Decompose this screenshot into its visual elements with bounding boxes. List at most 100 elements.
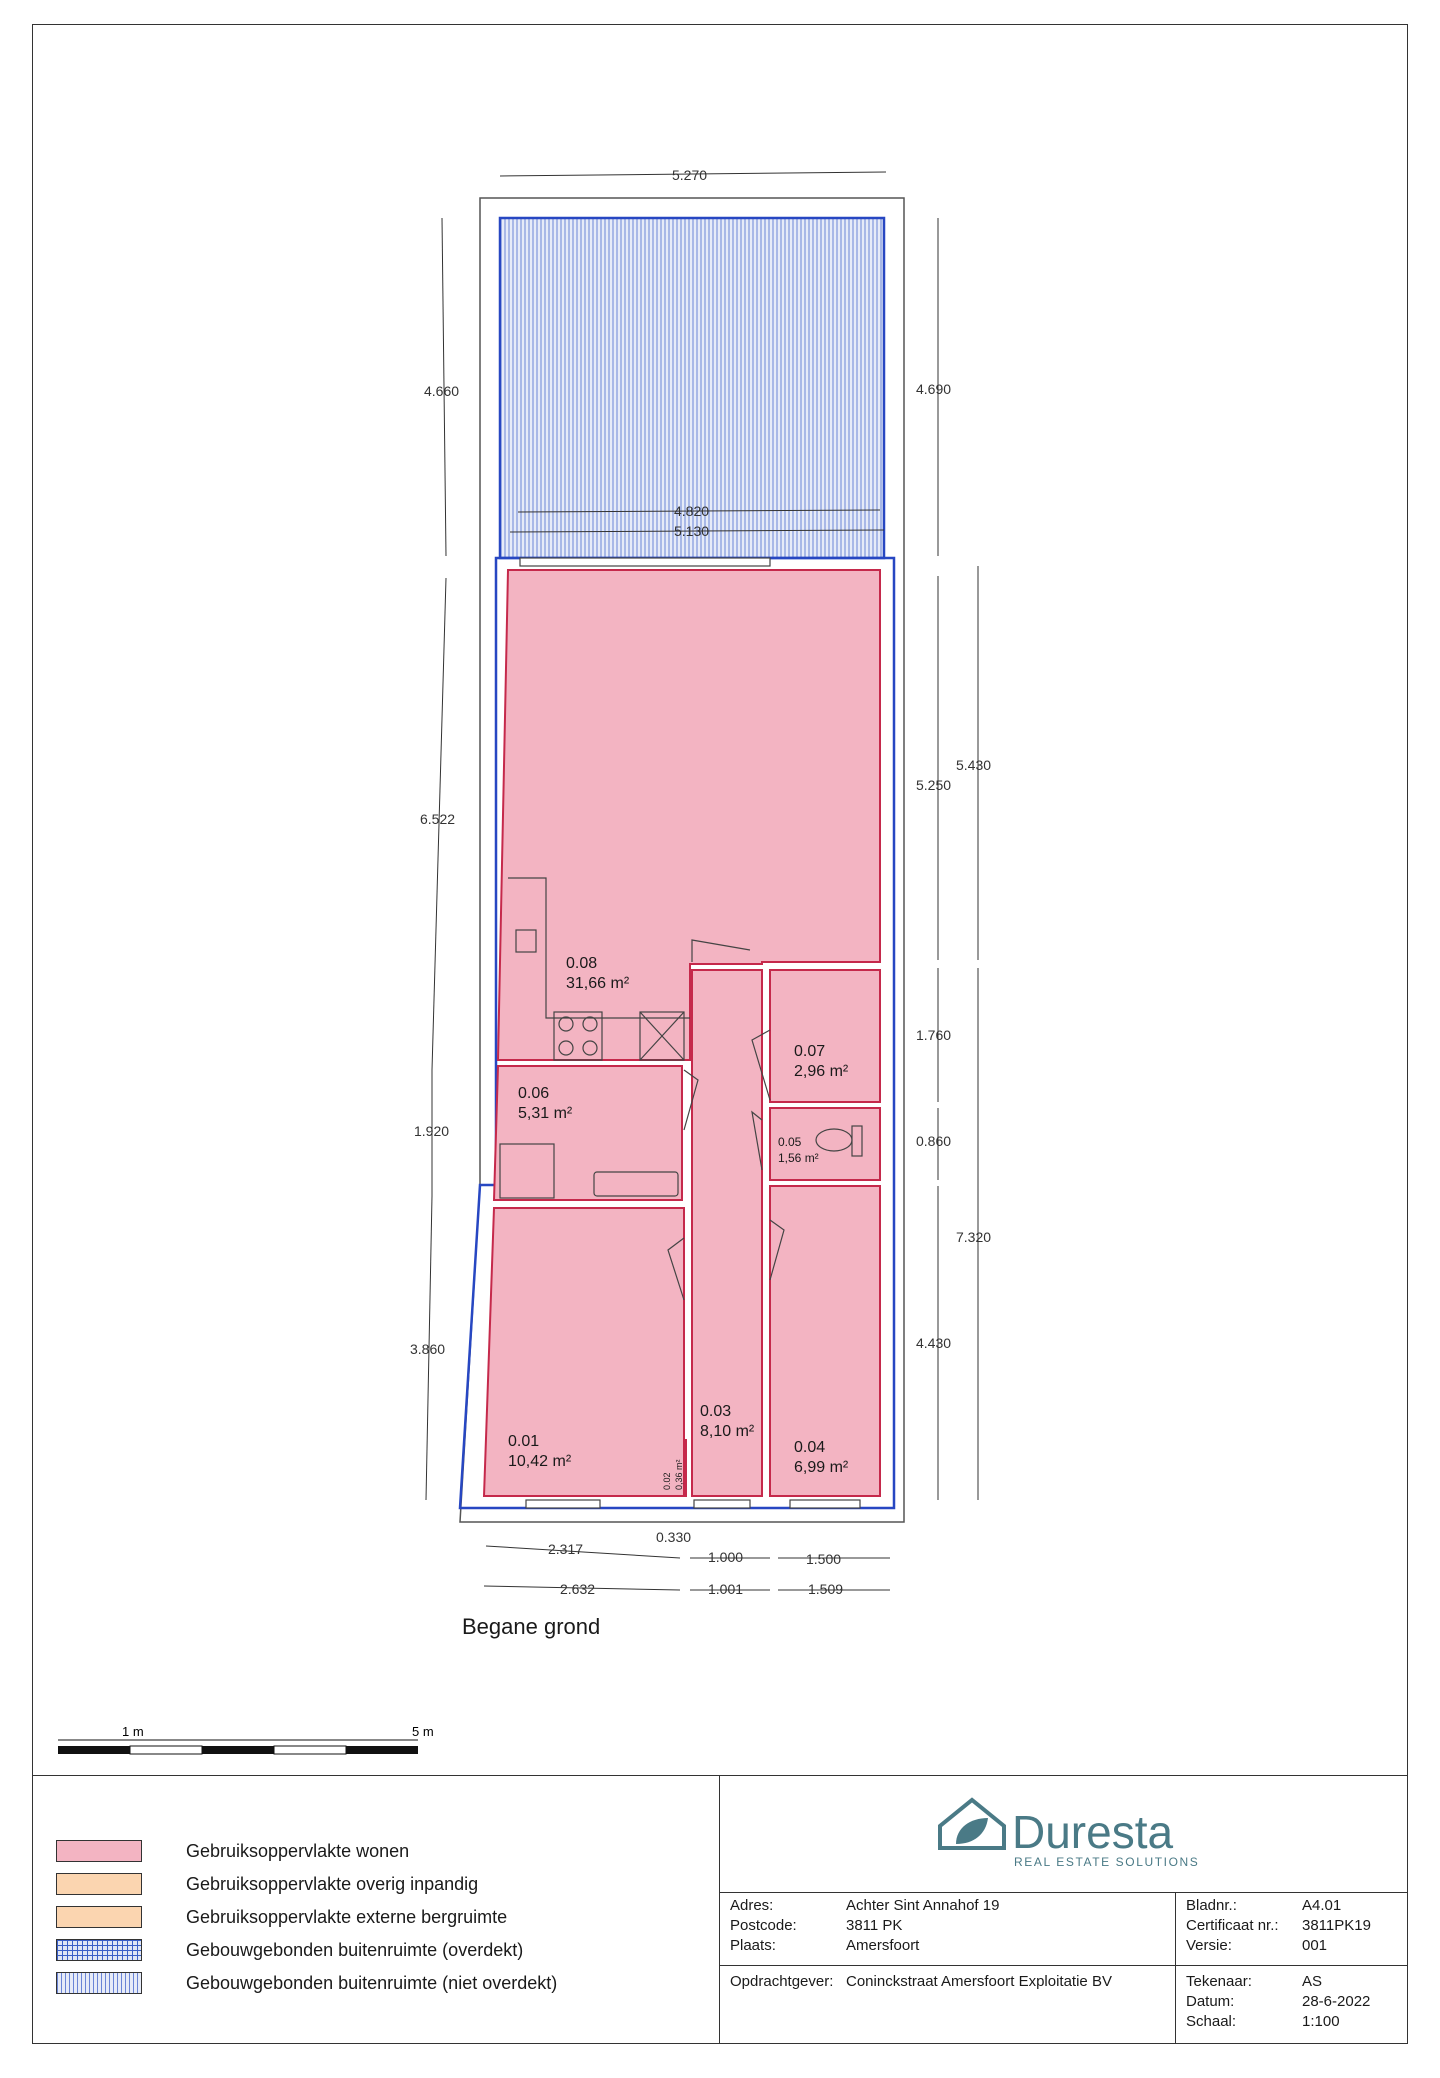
legend-label: Gebouwgebonden buitenruimte (niet overde… (186, 1972, 558, 1993)
postcode-label: Postcode: (730, 1917, 797, 1934)
dim-bottom-b1: 2.632 (560, 1581, 595, 1597)
dim-top-width: 5.270 (672, 167, 707, 183)
dim-left-mid: 6.522 (420, 811, 455, 827)
legend-swatch-wonen (56, 1840, 142, 1862)
scale-label-1m: 1 m (122, 1724, 144, 1739)
dim-inner-width-b: 5.130 (674, 523, 709, 539)
dim-right-c: 0.860 (916, 1133, 951, 1149)
room-0.01 (482, 1207, 685, 1497)
room-0.03 (691, 969, 763, 1497)
room-area-0.06: 5,31 m² (518, 1105, 573, 1122)
bath-icon (593, 1171, 679, 1197)
dim-right-upper: 4.690 (916, 381, 951, 397)
opdrachtgever-value: Coninckstraat Amersfoort Exploitatie BV (846, 1973, 1112, 1990)
postcode-value: 3811 PK (846, 1917, 903, 1934)
sheet-info-block: Bladnr.: A4.01 Certificaat nr.: 3811PK19… (1176, 1892, 1408, 2044)
rooms (482, 569, 881, 1497)
dim-right-a: 5.250 (916, 777, 951, 793)
schaal-label: Schaal: (1186, 2013, 1237, 2030)
legend-label: Gebouwgebonden buitenruimte (overdekt) (186, 1939, 524, 1960)
dim-right-d: 4.430 (916, 1335, 951, 1351)
dim-left-jog: 1.920 (414, 1123, 449, 1139)
drawing-title: Begane grond (462, 1614, 600, 1639)
dimension-labels: 5.270 4.660 4.690 4.820 5.130 6.522 1.92… (410, 167, 991, 1597)
fixtures (499, 557, 863, 1509)
dimension-lines (425, 171, 979, 1591)
room-area-0.04: 6,99 m² (794, 1459, 849, 1476)
room-area-0.07: 2,96 m² (794, 1063, 849, 1080)
room-id-0.08: 0.08 (566, 955, 597, 972)
room-id-0.01: 0.01 (508, 1433, 539, 1450)
building-outline (459, 197, 905, 1523)
dim-far-right-b: 7.320 (956, 1229, 991, 1245)
house-leaf-icon: Duresta REAL ESTATE SOLUTIONS (938, 1797, 1199, 1869)
legend-swatch-overdekt (56, 1939, 142, 1961)
adres-value: Achter Sint Annahof 19 (846, 1897, 1000, 1914)
shower-icon (499, 1143, 555, 1199)
room-0.06 (492, 1065, 683, 1201)
legend: Gebruiksoppervlakte wonen Gebruiksopperv… (32, 1775, 720, 2044)
dim-bottom-a4: 1.500 (806, 1551, 841, 1567)
logo-tagline: REAL ESTATE SOLUTIONS (1014, 1855, 1199, 1869)
dim-far-right-a: 5.430 (956, 757, 991, 773)
logo: Duresta REAL ESTATE SOLUTIONS (720, 1775, 1408, 1892)
dim-right-b: 1.760 (916, 1027, 951, 1043)
legend-label: Gebruiksoppervlakte externe bergruimte (186, 1906, 508, 1927)
dim-bottom-a3: 1.000 (708, 1549, 743, 1565)
datum-label: Datum: (1186, 1993, 1235, 2010)
room-area-0.02: 0,36 m² (674, 1459, 684, 1490)
legend-item: Gebruiksoppervlakte overig inpandig (56, 1871, 478, 1897)
certificaat-value: 3811PK19 (1302, 1917, 1371, 1934)
title-block: Duresta REAL ESTATE SOLUTIONS Adres: Ach… (720, 1775, 1408, 2044)
room-area-0.08: 31,66 m² (566, 975, 630, 992)
room-id-0.03: 0.03 (700, 1403, 731, 1420)
room-area-0.05: 1,56 m² (778, 1151, 819, 1165)
versie-label: Versie: (1186, 1937, 1232, 1954)
legend-item: Gebouwgebonden buitenruimte (overdekt) (56, 1937, 523, 1963)
opdrachtgever-label: Opdrachtgever: (730, 1973, 834, 1990)
dim-bottom-a1: 2.317 (548, 1541, 583, 1557)
certificaat-label: Certificaat nr.: (1186, 1917, 1279, 1934)
plaats-label: Plaats: (730, 1937, 776, 1954)
room-id-0.06: 0.06 (518, 1085, 549, 1102)
legend-swatch-extern (56, 1906, 142, 1928)
versie-value: 001 (1302, 1937, 1328, 1954)
dim-inner-width-a: 4.820 (674, 503, 709, 519)
dim-bottom-a2: 0.330 (656, 1529, 691, 1545)
legend-label: Gebruiksoppervlakte wonen (186, 1840, 410, 1861)
floor-plan: 0.08 31,66 m² 0.07 2,96 m² 0.06 5,31 m² … (58, 167, 991, 1755)
drawing-sheet (32, 24, 1408, 2044)
legend-item: Gebruiksoppervlakte wonen (56, 1838, 409, 1864)
legend-item: Gebruiksoppervlakte externe bergruimte (56, 1904, 507, 1930)
room-id-0.05: 0.05 (778, 1135, 802, 1149)
project-info: Adres: Achter Sint Annahof 19 Postcode: … (720, 1892, 1408, 2044)
schaal-value: 1:100 (1302, 2013, 1340, 2030)
room-area-0.03: 8,10 m² (700, 1423, 755, 1440)
plaats-value: Amersfoort (846, 1937, 920, 1954)
stove-icon (553, 1011, 603, 1061)
datum-value: 28-6-2022 (1302, 1993, 1371, 2010)
dim-left-upper: 4.660 (424, 383, 459, 399)
room-area-0.01: 10,42 m² (508, 1453, 572, 1470)
logo-name: Duresta (1012, 1806, 1173, 1858)
room-0.04 (769, 1185, 881, 1497)
legend-swatch-niet-overdekt (56, 1972, 142, 1994)
legend-label: Gebruiksoppervlakte overig inpandig (186, 1873, 479, 1894)
dim-left-lower: 3.860 (410, 1341, 445, 1357)
legend-swatch-overig (56, 1873, 142, 1895)
tekenaar-label: Tekenaar: (1186, 1973, 1252, 1990)
dim-bottom-b3: 1.509 (808, 1581, 843, 1597)
room-id-0.07: 0.07 (794, 1043, 825, 1060)
legend-item: Gebouwgebonden buitenruimte (niet overde… (56, 1970, 557, 1996)
adres-label: Adres: (730, 1897, 774, 1914)
bladnr-value: A4.01 (1302, 1897, 1342, 1914)
tekenaar-value: AS (1302, 1973, 1323, 1990)
room-id-0.04: 0.04 (794, 1439, 825, 1456)
dim-bottom-b2: 1.001 (708, 1581, 743, 1597)
scale-label-5m: 5 m (412, 1724, 434, 1739)
room-labels: 0.08 31,66 m² 0.07 2,96 m² 0.06 5,31 m² … (508, 955, 849, 1490)
room-id-0.02: 0.02 (662, 1472, 672, 1490)
scale-bar: 1 m 5 m (58, 1724, 434, 1755)
room-0.07 (769, 969, 881, 1103)
bladnr-label: Bladnr.: (1186, 1897, 1237, 1914)
